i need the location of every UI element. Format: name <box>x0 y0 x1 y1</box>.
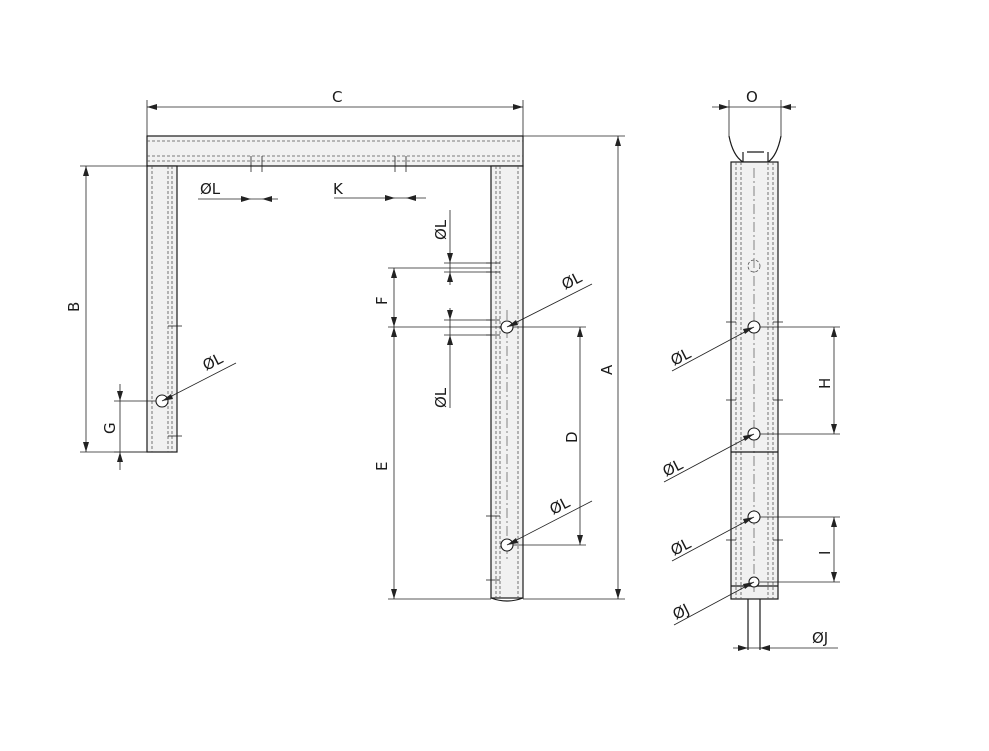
top-beam <box>146 135 524 172</box>
label-c: C <box>332 88 342 106</box>
dimension-h: H <box>760 326 840 435</box>
label-d: D <box>563 431 581 443</box>
label-dia-l-side-1: ØL <box>668 344 695 369</box>
label-dia-l-left-leg: ØL <box>200 349 227 374</box>
label-g: G <box>101 422 119 434</box>
label-dia-l-vertical-lower: ØL <box>432 387 450 408</box>
dimension-dia-l-vertical-lower: ØL <box>432 308 491 408</box>
dimension-b: B <box>65 165 147 453</box>
dimension-i: I <box>760 516 840 583</box>
label-a: A <box>598 364 616 375</box>
right-leg <box>486 165 524 602</box>
dimension-dia-l-beam: ØL <box>198 180 278 202</box>
label-f: F <box>373 296 391 305</box>
label-o: O <box>746 88 758 106</box>
label-k: K <box>333 180 344 198</box>
label-h: H <box>816 378 834 389</box>
dimension-o: O <box>712 88 796 136</box>
dimension-d: D <box>513 326 586 546</box>
dimension-c: C <box>146 88 524 136</box>
label-dia-l-right-lower: ØL <box>547 493 574 518</box>
dimension-dia-j-bottom: ØJ <box>733 629 838 651</box>
dimension-f: F <box>373 267 501 328</box>
side-view <box>726 135 783 650</box>
leader-side-hole-4: ØJ <box>670 581 755 626</box>
dimension-a: A <box>523 135 625 600</box>
label-dia-l-vertical-upper: ØL <box>432 219 450 240</box>
dimension-k: K <box>333 180 426 201</box>
label-dia-l-beam: ØL <box>200 180 221 198</box>
label-b: B <box>65 302 83 312</box>
dimension-e: E <box>373 327 491 600</box>
label-dia-l-side-3: ØL <box>668 534 695 559</box>
left-leg <box>146 165 182 453</box>
label-e: E <box>373 462 391 471</box>
label-dia-j-side: ØJ <box>670 600 693 623</box>
label-i: I <box>816 551 834 555</box>
dimension-g: G <box>101 384 156 470</box>
dimension-dia-l-vertical-upper: ØL <box>432 210 491 285</box>
label-dia-j-bottom: ØJ <box>812 629 828 647</box>
label-dia-l-side-2: ØL <box>660 455 687 480</box>
